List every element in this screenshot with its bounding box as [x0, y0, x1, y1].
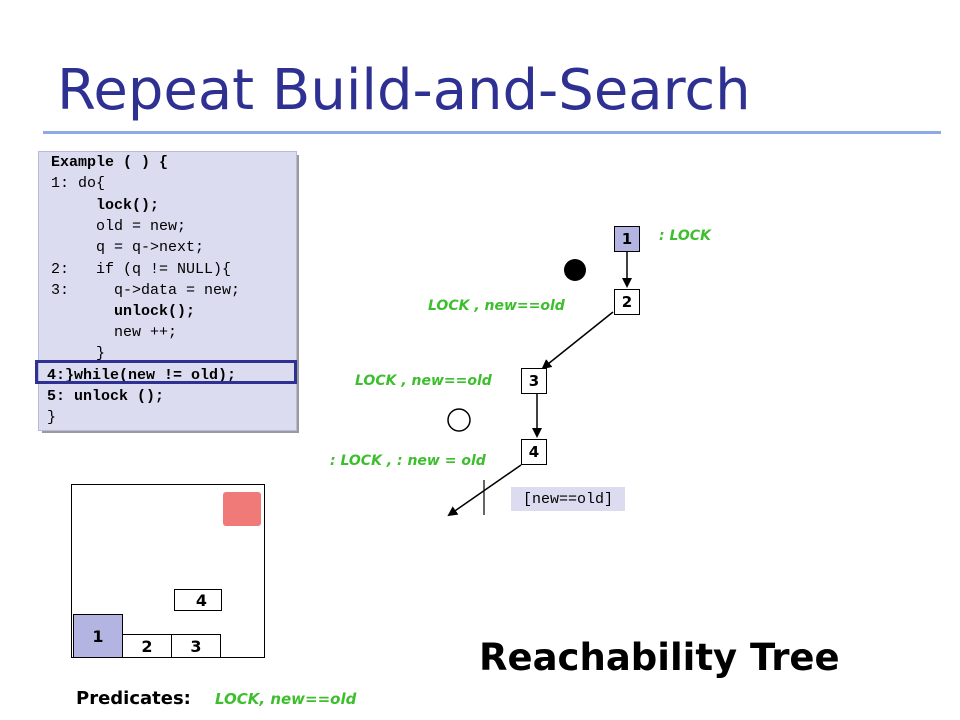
- reachability-tree-title: Reachability Tree: [479, 636, 840, 679]
- tree-node-2: 2: [614, 289, 640, 315]
- code-line-5: 2: if (q != NULL){: [51, 261, 232, 278]
- code-line-9: }: [51, 345, 106, 362]
- hollow-dot-icon: [447, 408, 471, 432]
- mini-node-2: 2: [122, 634, 172, 658]
- code-line-0: Example ( ) {: [51, 154, 169, 171]
- mini-node-4: 4: [174, 589, 222, 611]
- predicates-values: LOCK, new==old: [215, 690, 357, 708]
- slide-title: Repeat Build-and-Search: [57, 58, 751, 123]
- title-divider: [43, 131, 941, 134]
- edge-2-3: [541, 311, 614, 370]
- edge-4-out: [447, 464, 522, 517]
- node-2-predicate: LOCK , new==old: [428, 298, 565, 314]
- code-line-6: 3: q->data = new;: [51, 282, 241, 299]
- code-line-8: new ++;: [51, 324, 178, 341]
- tree-node-4: 4: [521, 439, 547, 465]
- predicates-caption: Predicates:: [76, 688, 191, 709]
- code-line-4: q = q->next;: [51, 239, 205, 256]
- current-line-highlight: [35, 360, 297, 384]
- code-line-1: 1: do{: [51, 175, 106, 192]
- code-line-10: 4:}while(new != old);: [47, 367, 237, 384]
- code-line-2: lock();: [51, 197, 160, 214]
- filled-dot-icon: [564, 259, 586, 281]
- node-1-predicate: : LOCK: [659, 228, 711, 244]
- code-line-12: }: [47, 409, 57, 426]
- node-4-predicate: : LOCK , : new = old: [330, 453, 486, 469]
- code-line-11: 5: unlock ();: [47, 388, 165, 405]
- code-line-7: unlock();: [51, 303, 196, 320]
- mini-node-3: 3: [171, 634, 221, 658]
- mini-node-1: 1: [73, 614, 123, 658]
- node-3-predicate: LOCK , new==old: [355, 373, 492, 389]
- tree-node-3: 3: [521, 368, 547, 394]
- new-eq-old-badge: [new==old]: [511, 487, 625, 511]
- error-state-square: [223, 492, 261, 526]
- tree-node-1: 1: [614, 226, 640, 252]
- code-line-3: old = new;: [51, 218, 187, 235]
- code-panel: Example ( ) { 1: do{ lock(); old = new; …: [38, 151, 297, 431]
